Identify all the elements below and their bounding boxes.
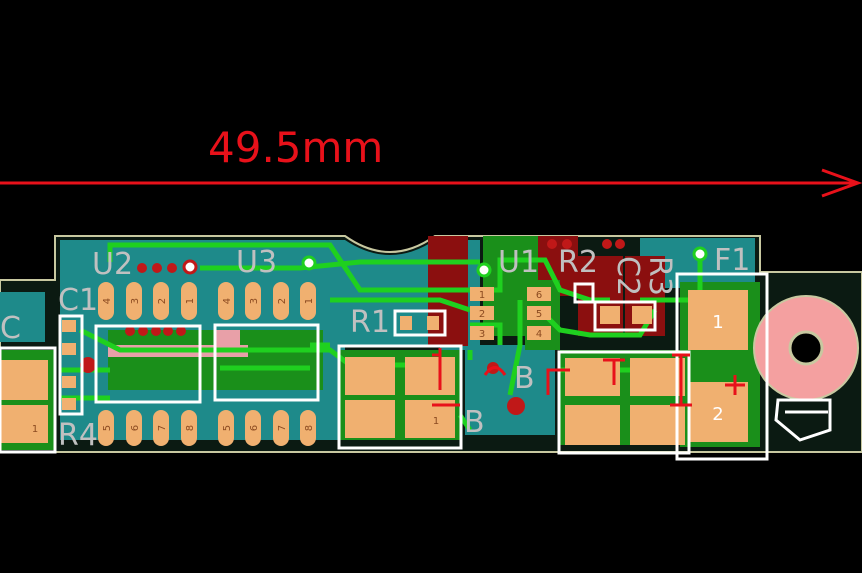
- f1-outline: [675, 272, 769, 461]
- u2-outline: [94, 324, 202, 404]
- label-c-left: C: [0, 311, 21, 346]
- u3-pin-6: 6: [249, 425, 260, 431]
- label-b-center: B: [514, 361, 535, 396]
- pad-numbers: 1 2: [712, 312, 723, 425]
- label-u3: U3: [236, 245, 277, 280]
- u3-pin-3: 3: [249, 298, 260, 304]
- designators: U2 U3 U1 R2 C2 R3 F1 C1 R1 R4 C B B: [0, 243, 750, 453]
- pad-left-bottom: [0, 405, 48, 443]
- left-pad-number: 1: [32, 424, 38, 435]
- u2-pin-2: 2: [157, 298, 168, 304]
- label-u2: U2: [92, 247, 133, 282]
- pad-mid-tl: [345, 357, 395, 395]
- pad-right-bl: [565, 405, 620, 445]
- u2-pin-8: 8: [185, 425, 196, 431]
- ic-pads: [62, 282, 652, 446]
- silkscreen-outlines: [0, 272, 832, 461]
- u1-pin-4: 4: [536, 329, 542, 340]
- u2-pin-1: 1: [185, 298, 196, 304]
- mid-pad-number: 1: [433, 416, 439, 427]
- overlay-markings: [432, 348, 745, 407]
- u1-pin-1: 1: [479, 290, 485, 301]
- small-comp-outline: [573, 282, 595, 304]
- u1-pin-2: 2: [479, 309, 485, 320]
- label-c2: C2: [610, 256, 645, 296]
- vias: [80, 239, 708, 415]
- pad-f1-1: [688, 290, 748, 350]
- u3-pin-1: 1: [304, 298, 315, 304]
- label-r2: R2: [558, 245, 598, 280]
- f1-pad-1: 1: [712, 312, 723, 333]
- u1-pin-5: 5: [536, 309, 542, 320]
- u3-pin-5: 5: [222, 425, 233, 431]
- u2-pin-6: 6: [130, 425, 141, 431]
- pad-right-outline: [557, 350, 691, 455]
- dimension-label: 49.5mm: [208, 123, 383, 172]
- u2-pin-5: 5: [102, 425, 113, 431]
- label-b-right: B: [464, 405, 485, 440]
- r1-outline: [393, 309, 447, 337]
- u3-pin-4: 4: [222, 298, 233, 304]
- u3-outline: [213, 323, 320, 402]
- pad-f1-2: [688, 382, 748, 442]
- r3-outline: [593, 300, 657, 332]
- u3-pin-7: 7: [277, 425, 288, 431]
- label-f1: F1: [714, 243, 750, 278]
- label-u1: U1: [498, 245, 539, 280]
- label-r3: R3: [642, 256, 677, 296]
- power-pads: [0, 290, 748, 445]
- pad-left-top: [0, 360, 48, 400]
- u3-pin-2: 2: [277, 298, 288, 304]
- u3-pin-8: 8: [304, 425, 315, 431]
- mounting-hole: [753, 295, 859, 401]
- f1-pad-2: 2: [712, 404, 723, 425]
- pad-right-tl: [565, 358, 620, 396]
- label-r4: R4: [58, 418, 98, 453]
- u2-pin-7: 7: [157, 425, 168, 431]
- label-r1: R1: [350, 305, 390, 340]
- u2-pin-3: 3: [130, 298, 141, 304]
- u2-pin-4: 4: [102, 298, 113, 304]
- dimension-arrowhead: [821, 168, 862, 198]
- c1-outline: [58, 314, 84, 416]
- dimension-annotation: 49.5mm: [0, 123, 862, 198]
- u1-pin-3: 3: [479, 329, 485, 340]
- left-pad-outline: [0, 346, 57, 454]
- pin-numbers: 4 3 2 1 5 6 7 8 4 3 2 1 5 6 7 8 1 2 3 6 …: [102, 290, 542, 431]
- pad-mid-outline: [337, 344, 463, 450]
- label-c1: C1: [58, 283, 98, 318]
- pad-mid-bl: [345, 400, 395, 438]
- pad-mid-tr: [405, 357, 455, 395]
- u1-pin-6: 6: [536, 290, 542, 301]
